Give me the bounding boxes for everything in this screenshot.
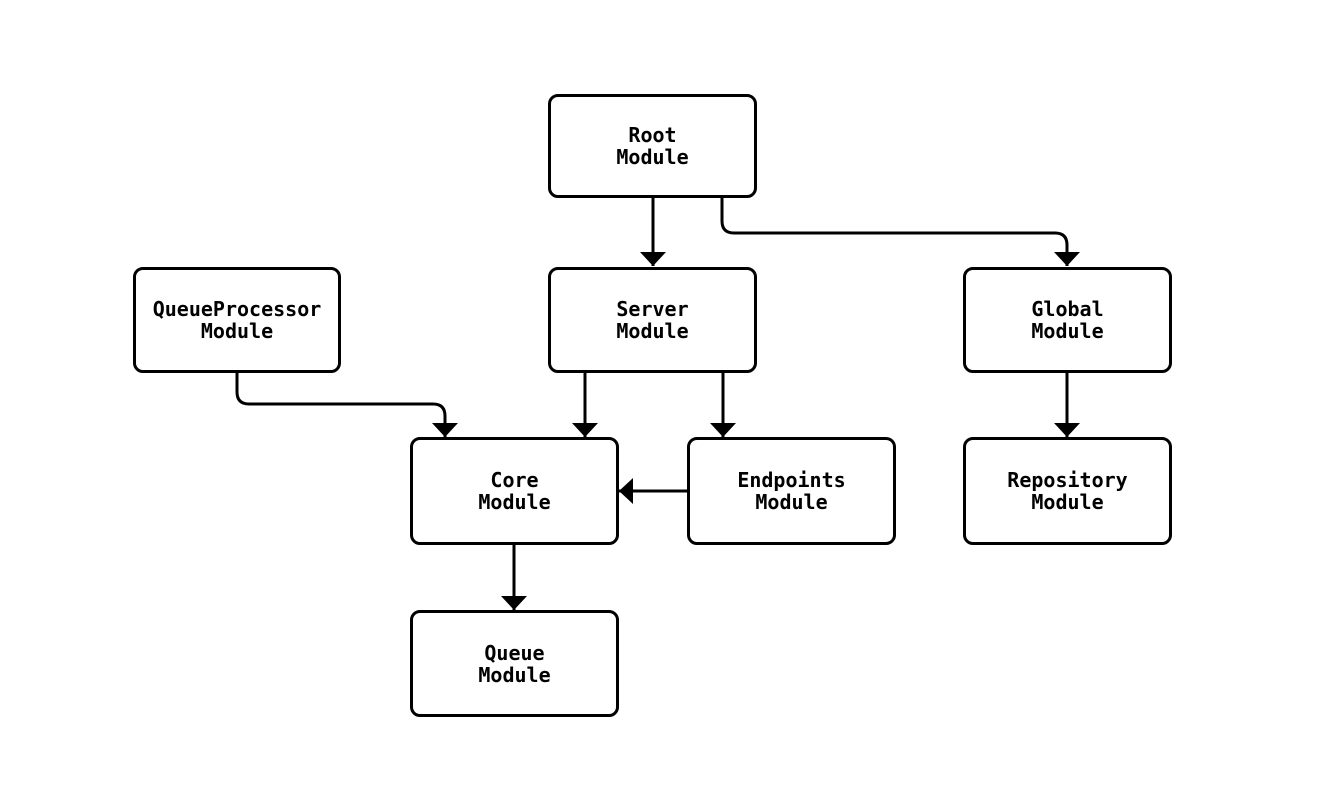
edge-root-to-global: [720, 198, 1080, 266]
node-core-module: Core Module: [410, 437, 619, 545]
node-queue-module-label: Queue Module: [478, 640, 551, 687]
node-queue-module: Queue Module: [410, 610, 619, 717]
edge-queueprocessor-to-core: [235, 373, 458, 437]
node-global-module-label: Global Module: [1031, 297, 1104, 343]
node-core-module-label: Core Module: [478, 468, 551, 514]
node-endpoints-module: Endpoints Module: [687, 437, 896, 545]
node-endpoints-module-label: Endpoints Module: [737, 468, 846, 514]
node-repository-module-label: Repository Module: [1007, 468, 1128, 514]
node-repository-module: Repository Module: [963, 437, 1172, 545]
node-queueprocessor-module: QueueProcessor Module: [133, 267, 341, 373]
node-queueprocessor-module-label: QueueProcessor Module: [152, 297, 322, 343]
node-server-module: Server Module: [548, 267, 757, 373]
node-server-module-label: Server Module: [616, 297, 689, 343]
node-global-module: Global Module: [963, 267, 1172, 373]
node-root-module-label: Root Module: [616, 123, 689, 169]
node-root-module: Root Module: [548, 94, 757, 198]
